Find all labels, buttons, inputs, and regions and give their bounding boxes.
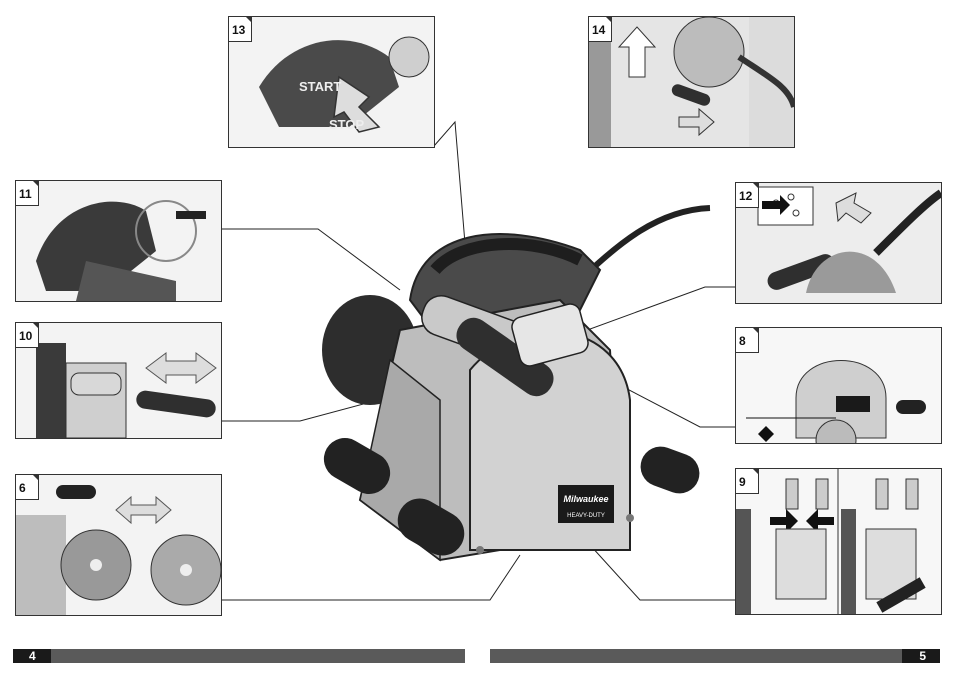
panel-8-illustration: [736, 328, 941, 443]
panel-6-blade-assembly: 6: [15, 474, 222, 616]
panel-14-illustration: [589, 17, 794, 147]
footer-bar-right: 5: [490, 649, 940, 663]
panel-number: 6: [19, 481, 26, 495]
panel-11-handle: 11: [15, 180, 222, 302]
panel-12-dust-extraction: 12: [735, 182, 942, 304]
panel-11-illustration: [16, 181, 221, 301]
panel-number: 11: [19, 187, 32, 201]
panel-13-start-stop: 13 START STOP: [228, 16, 435, 148]
wall-chaser-illustration: Milwaukee HEAVY-DUTY: [300, 200, 730, 570]
panel-number: 14: [592, 23, 605, 37]
panel-8-depth-adjust: 8: [735, 327, 942, 444]
panel-13-illustration: START STOP: [229, 17, 434, 147]
panel-9-breakout-tool: 9: [735, 468, 942, 615]
brand-name: Milwaukee: [563, 494, 608, 504]
panel-number: 10: [19, 329, 32, 343]
panel-number: 12: [739, 189, 752, 203]
panel-9-illustration: [736, 469, 941, 614]
footer-bar-left: 4: [13, 649, 465, 663]
panel-number: 13: [232, 23, 245, 37]
stop-label: STOP: [329, 117, 364, 132]
page-number-right: 5: [919, 649, 926, 663]
panel-10-illustration: [16, 323, 221, 438]
panel-number: 8: [739, 334, 746, 348]
panel-14-wall-guide: 14: [588, 16, 795, 148]
panel-12-illustration: [736, 183, 941, 303]
page-number-left: 4: [29, 649, 36, 663]
panel-10-side-handle: 10: [15, 322, 222, 439]
brand-line: HEAVY-DUTY: [567, 513, 605, 519]
panel-6-illustration: [16, 475, 221, 615]
panel-number: 9: [739, 475, 746, 489]
start-label: START: [299, 79, 341, 94]
